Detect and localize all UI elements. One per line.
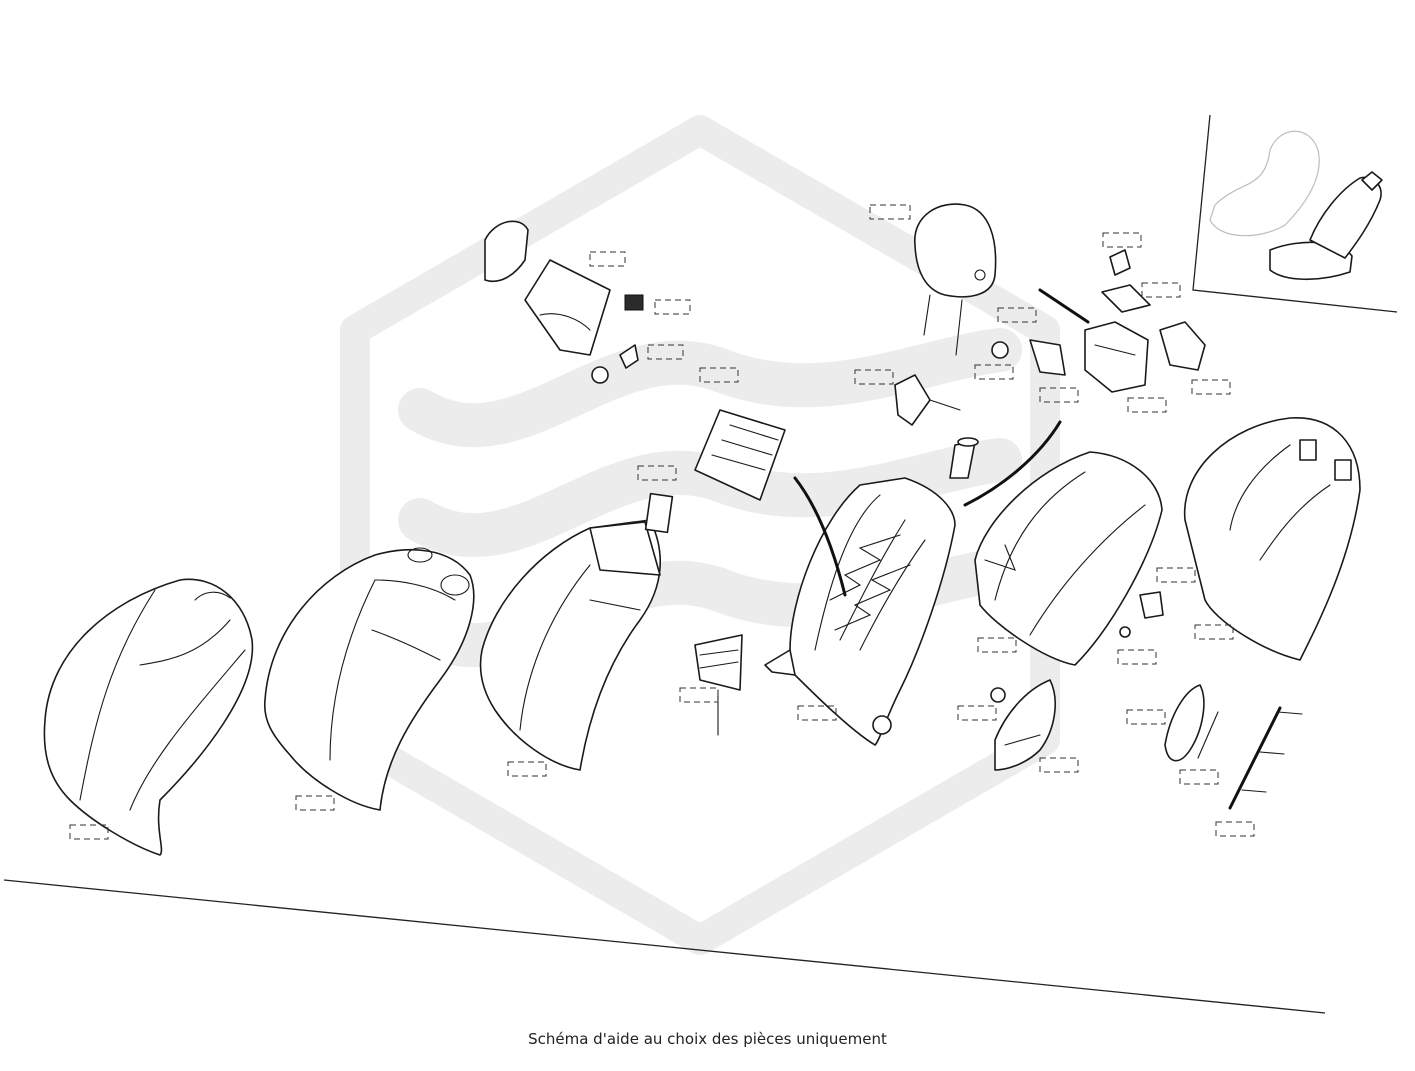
ground-line: [3, 879, 1326, 1014]
lumbar-module: [694, 634, 743, 736]
arrow-icon: [963, 420, 1062, 507]
headrest: [914, 203, 997, 356]
arrow-icon: [793, 476, 847, 597]
control-switch-panel: [991, 249, 1206, 393]
lumbar-switch: [949, 437, 979, 479]
seat-back-cover: [43, 578, 254, 856]
callout-labels: [69, 204, 1255, 840]
side-trim-cover: [990, 591, 1164, 771]
trim-panel-clips: [1164, 684, 1303, 810]
diagram-caption: Schéma d'aide au choix des pièces unique…: [528, 1030, 887, 1048]
seat-back-rear-panel: [974, 451, 1163, 666]
recliner-motor-assembly: [484, 220, 644, 384]
inset-seat-thumbnail: [1192, 114, 1398, 313]
recliner-bracket: [894, 374, 961, 426]
seat-back-foam: [479, 492, 674, 771]
seat-back-pad: [263, 547, 475, 811]
heater-mat: [694, 409, 786, 501]
seat-back-shell: [1183, 417, 1361, 661]
